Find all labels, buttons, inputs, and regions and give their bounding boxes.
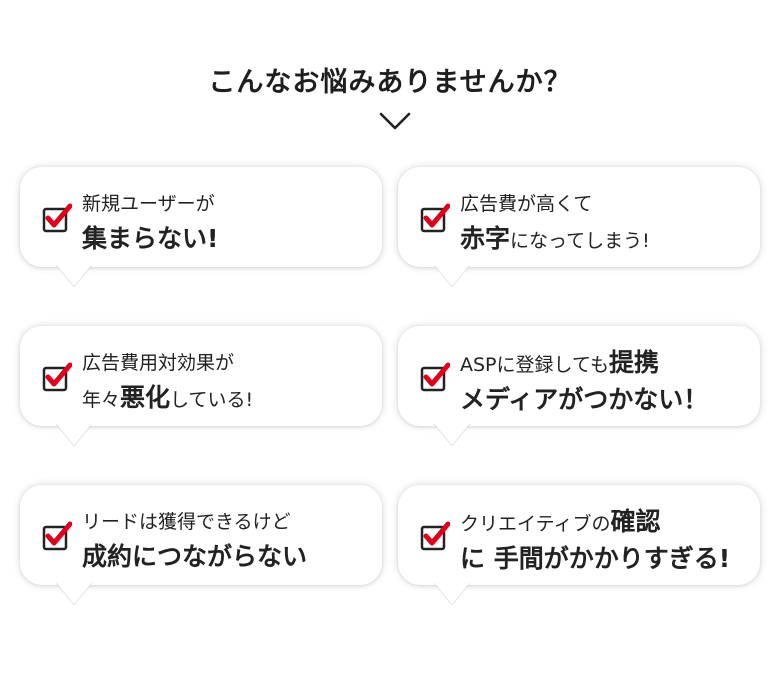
- speech-bubble-tail: [434, 265, 470, 287]
- worry-text: リードは獲得できるけど 成約につながらない: [82, 505, 372, 577]
- body-text: リードは獲得できるけど: [82, 511, 291, 533]
- emphasis-text: 悪化: [120, 383, 171, 412]
- body-text: ASPに登録しても: [460, 354, 609, 376]
- emphasis-text: 集まらない!: [82, 224, 219, 253]
- checkbox-checked-icon: [420, 362, 450, 392]
- checkbox-checked-icon: [42, 362, 72, 392]
- body-text: になってしまう!: [510, 230, 650, 252]
- body-text: クリエイティブの: [460, 513, 611, 535]
- speech-bubble-tail: [434, 583, 470, 605]
- checkbox-checked-icon: [420, 203, 450, 233]
- worry-card: リードは獲得できるけど 成約につながらない: [20, 485, 382, 605]
- emphasis-text: に 手間がかかりすぎる!: [460, 544, 731, 573]
- emphasis-text: 成約につながらない: [82, 542, 308, 571]
- checkbox-checked-icon: [420, 521, 450, 551]
- worry-text: クリエイティブの確認 に 手間がかかりすぎる!: [460, 505, 750, 579]
- worry-card: ASPに登録しても提携 メディアがつかない！: [398, 326, 760, 446]
- body-text: 年々: [82, 389, 121, 411]
- body-text: 広告費が高くて: [460, 193, 593, 215]
- worry-text: 新規ユーザーが 集まらない!: [82, 187, 372, 259]
- section-heading: こんなお悩みありませんか？: [208, 67, 572, 98]
- emphasis-text: 提携: [609, 348, 660, 377]
- worry-card: クリエイティブの確認 に 手間がかかりすぎる!: [398, 485, 760, 605]
- speech-bubble-tail: [56, 424, 92, 446]
- speech-bubble-tail: [56, 583, 92, 605]
- worry-text: 広告費が高くて 赤字になってしまう!: [460, 187, 750, 259]
- body-text: 新規ユーザーが: [82, 193, 215, 215]
- worry-text: ASPに登録しても提携 メディアがつかない！: [460, 346, 750, 420]
- chevron-down-icon: [379, 112, 411, 130]
- worry-card: 広告費が高くて 赤字になってしまう!: [398, 167, 760, 287]
- body-text: している!: [170, 389, 254, 411]
- checkbox-checked-icon: [42, 521, 72, 551]
- speech-bubble-tail: [434, 424, 470, 446]
- speech-bubble-tail: [56, 265, 92, 287]
- worry-card: 新規ユーザーが 集まらない!: [20, 167, 382, 287]
- worry-card: 広告費用対効果が 年々悪化している!: [20, 326, 382, 446]
- checkbox-checked-icon: [42, 203, 72, 233]
- emphasis-text: 確認: [610, 507, 661, 536]
- emphasis-text: 赤字: [460, 224, 511, 253]
- worry-text: 広告費用対効果が 年々悪化している!: [82, 346, 372, 418]
- emphasis-text: メディアがつかない！: [460, 385, 709, 414]
- body-text: 広告費用対効果が: [82, 352, 235, 374]
